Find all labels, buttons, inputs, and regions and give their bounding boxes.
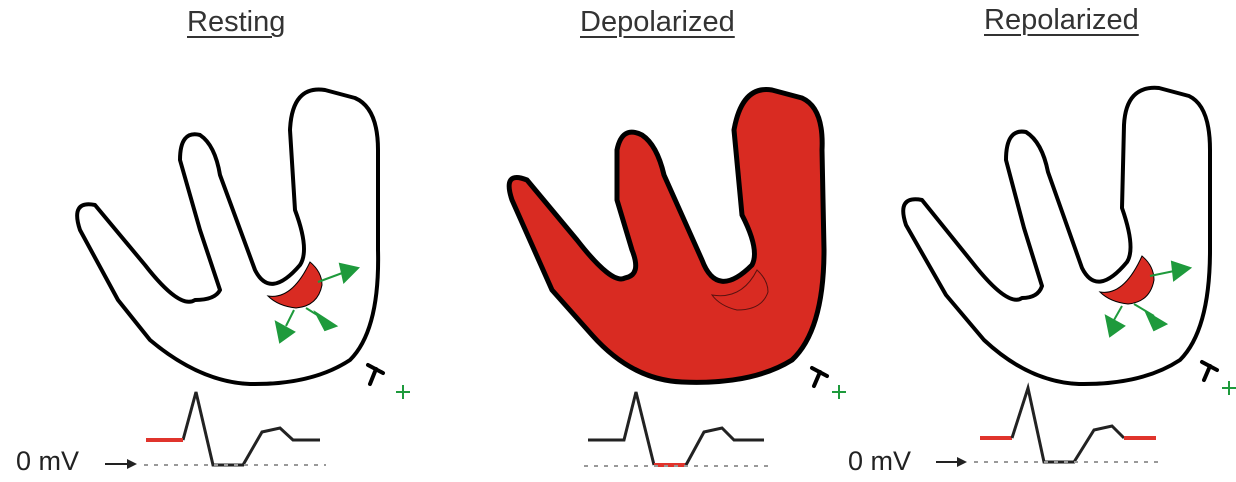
ecg-trace [588, 392, 654, 465]
panel-resting: Resting 0 mV [0, 0, 412, 482]
electrode-icon [1202, 362, 1217, 380]
heart-outline [77, 90, 378, 385]
panel-depolarized: Depolarized [412, 0, 824, 482]
heart-filled [509, 90, 824, 383]
depolarized-diagram [412, 0, 824, 482]
panel-repolarized: Repolarized 0 mV [824, 0, 1236, 482]
heart-outline [903, 88, 1210, 384]
resting-diagram [0, 0, 412, 482]
ecg-trace [1012, 388, 1124, 462]
electrode-icon [368, 365, 383, 384]
ecg-trace [183, 392, 320, 465]
repolarized-diagram [824, 0, 1236, 482]
